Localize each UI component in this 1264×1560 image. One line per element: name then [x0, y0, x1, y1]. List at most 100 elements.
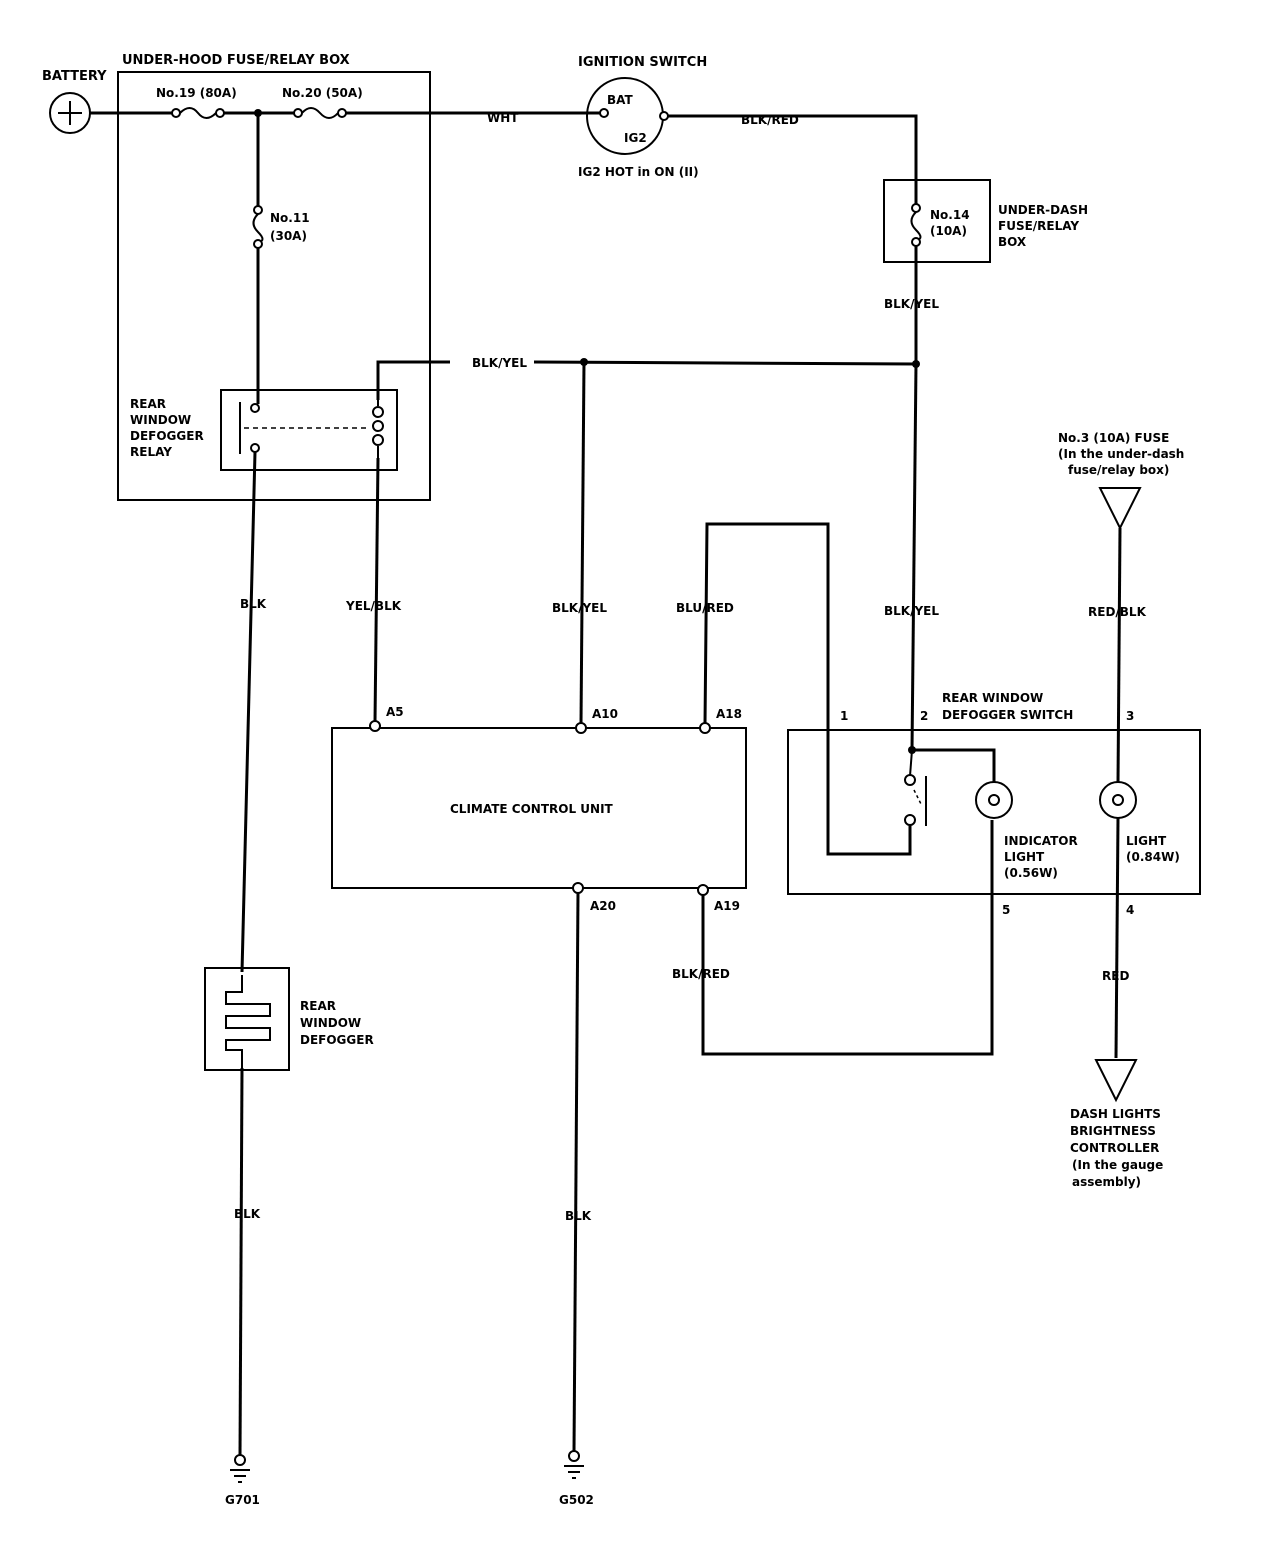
defogger-switch-contacts — [904, 749, 927, 826]
ignition-bat-label: BAT — [607, 93, 634, 107]
fuse-14-symbol — [910, 203, 922, 247]
wire-red-blk — [1116, 527, 1122, 783]
battery-symbol — [49, 92, 91, 134]
wire-switch-indicator-feed — [912, 748, 996, 782]
underdash-box-label-2: FUSE/RELAY — [998, 219, 1079, 233]
underhood-fuse-relay-box — [117, 71, 431, 501]
defogger-grid — [225, 975, 271, 1068]
fuse-3-label-1: No.3 (10A) FUSE — [1058, 431, 1169, 445]
indicator-light-label-2: LIGHT — [1004, 850, 1045, 864]
wire-blk-g701 — [238, 1067, 244, 1457]
wire-blk-relay-label: BLK — [240, 597, 267, 611]
fuse-3-label-3: fuse/relay box) — [1068, 463, 1169, 477]
wire-yel-blk-label: YEL/BLK — [345, 599, 402, 613]
dash-controller-label-2: BRIGHTNESS — [1070, 1124, 1156, 1138]
fuse-20-symbol — [293, 107, 347, 119]
wire-blk-yel-switch-label: BLK/YEL — [884, 604, 939, 618]
wire-blk-red-top — [668, 114, 918, 204]
defogger-relay-box — [220, 389, 398, 471]
defogger-label-2: WINDOW — [300, 1016, 361, 1030]
pin-3-label: 3 — [1126, 709, 1134, 723]
pin-a5-label: A5 — [386, 705, 404, 719]
wire-blk-yel-fuse14-label: BLK/YEL — [884, 297, 939, 311]
fuse-19-symbol — [171, 107, 225, 119]
defogger-switch-label-1: REAR WINDOW — [942, 691, 1043, 705]
relay-label-3: DEFOGGER — [130, 429, 204, 443]
wire-blk-relay-defogger — [240, 451, 257, 973]
underdash-box-label-3: BOX — [998, 235, 1027, 249]
wire-blk-yel-a10-label: BLK/YEL — [552, 601, 607, 615]
climate-control-unit — [331, 727, 747, 889]
wire-blk-red-a19 — [701, 820, 994, 1056]
ground-g502-symbol — [564, 1450, 584, 1479]
ignition-ig2-label: IG2 — [624, 131, 647, 145]
wire-blk-g701-label: BLK — [234, 1207, 261, 1221]
rear-window-defogger-box — [204, 967, 290, 1071]
ground-g701-symbol — [230, 1454, 250, 1483]
battery-label: BATTERY — [42, 69, 107, 84]
wire-blk-red-top-label: BLK/RED — [741, 113, 799, 127]
indicator-light-label-1: INDICATOR — [1004, 834, 1078, 848]
wire-blk-yel-a10 — [579, 361, 586, 725]
pin-a18-terminal — [699, 722, 711, 734]
ground-g502-label: G502 — [559, 1493, 594, 1507]
wire-red-label: RED — [1102, 969, 1129, 983]
wire-blu-red — [703, 522, 912, 856]
pin-a20-label: A20 — [590, 899, 616, 913]
wire-blk-yel-switch — [910, 363, 918, 751]
pin-a19-terminal — [697, 884, 709, 896]
pin-a10-terminal — [575, 722, 587, 734]
pin-a20-terminal — [572, 882, 584, 894]
wire-blk-yel-bus-left — [376, 360, 450, 400]
light-bulb — [1099, 781, 1137, 819]
ignition-switch-symbol — [586, 77, 669, 155]
indicator-light-bulb — [975, 781, 1013, 819]
defogger-switch-box — [787, 729, 1201, 895]
indicator-light-label-3: (0.56W) — [1004, 866, 1058, 880]
wire-blk-yel-bus — [533, 360, 917, 366]
wire-blk-yel-bus-label: BLK/YEL — [472, 356, 527, 370]
dash-controller-label-4: (In the gauge — [1072, 1158, 1163, 1172]
fuse-20-label: No.20 (50A) — [282, 86, 363, 100]
relay-label-4: RELAY — [130, 445, 172, 459]
dash-controller-label-5: assembly) — [1072, 1175, 1141, 1189]
wire-blk-red-a19-label: BLK/RED — [672, 967, 730, 981]
ground-g701-label: G701 — [225, 1493, 260, 1507]
defogger-label-1: REAR — [300, 999, 336, 1013]
ignition-note: IG2 HOT in ON (II) — [578, 165, 699, 179]
fuse-11-name: No.11 — [270, 211, 310, 225]
pin-a18-label: A18 — [716, 707, 742, 721]
wire-yel-blk — [373, 457, 380, 723]
fuse-14-rating: (10A) — [930, 224, 967, 238]
relay-contacts — [239, 402, 370, 454]
pin-5-label: 5 — [1002, 903, 1010, 917]
wire-blk-g502 — [572, 891, 580, 1453]
fuse-11-rating: (30A) — [270, 229, 307, 243]
pin-1-label: 1 — [840, 709, 848, 723]
pin-a19-label: A19 — [714, 899, 740, 913]
fuse-14-name: No.14 — [930, 208, 970, 222]
fuse-11-symbol — [252, 205, 264, 249]
dash-controller-label-1: DASH LIGHTS — [1070, 1107, 1161, 1121]
dash-controller-arrow-symbol — [1094, 1059, 1138, 1103]
wire-blk-g502-label: BLK — [565, 1209, 592, 1223]
underdash-fuse-relay-box — [883, 179, 991, 263]
defogger-switch-label-2: DEFOGGER SWITCH — [942, 708, 1073, 722]
defogger-label-3: DEFOGGER — [300, 1033, 374, 1047]
fuse-19-label: No.19 (80A) — [156, 86, 237, 100]
light-label-1: LIGHT — [1126, 834, 1167, 848]
wire-wht-label: WHT — [487, 111, 519, 125]
pin-a10-label: A10 — [592, 707, 618, 721]
wire-blu-red-label: BLU/RED — [676, 601, 734, 615]
wire-red — [1114, 817, 1120, 1059]
fuse-3-label-2: (In the under-dash — [1058, 447, 1184, 461]
relay-label-2: WINDOW — [130, 413, 191, 427]
ignition-switch-label: IGNITION SWITCH — [578, 55, 707, 70]
wire-red-blk-label: RED/BLK — [1088, 605, 1147, 619]
fuse-3-arrow-symbol — [1098, 487, 1142, 531]
pin-4-label: 4 — [1126, 903, 1134, 917]
pin-a5-terminal — [369, 720, 381, 732]
underdash-box-label-1: UNDER-DASH — [998, 203, 1088, 217]
climate-unit-label: CLIMATE CONTROL UNIT — [450, 802, 614, 816]
